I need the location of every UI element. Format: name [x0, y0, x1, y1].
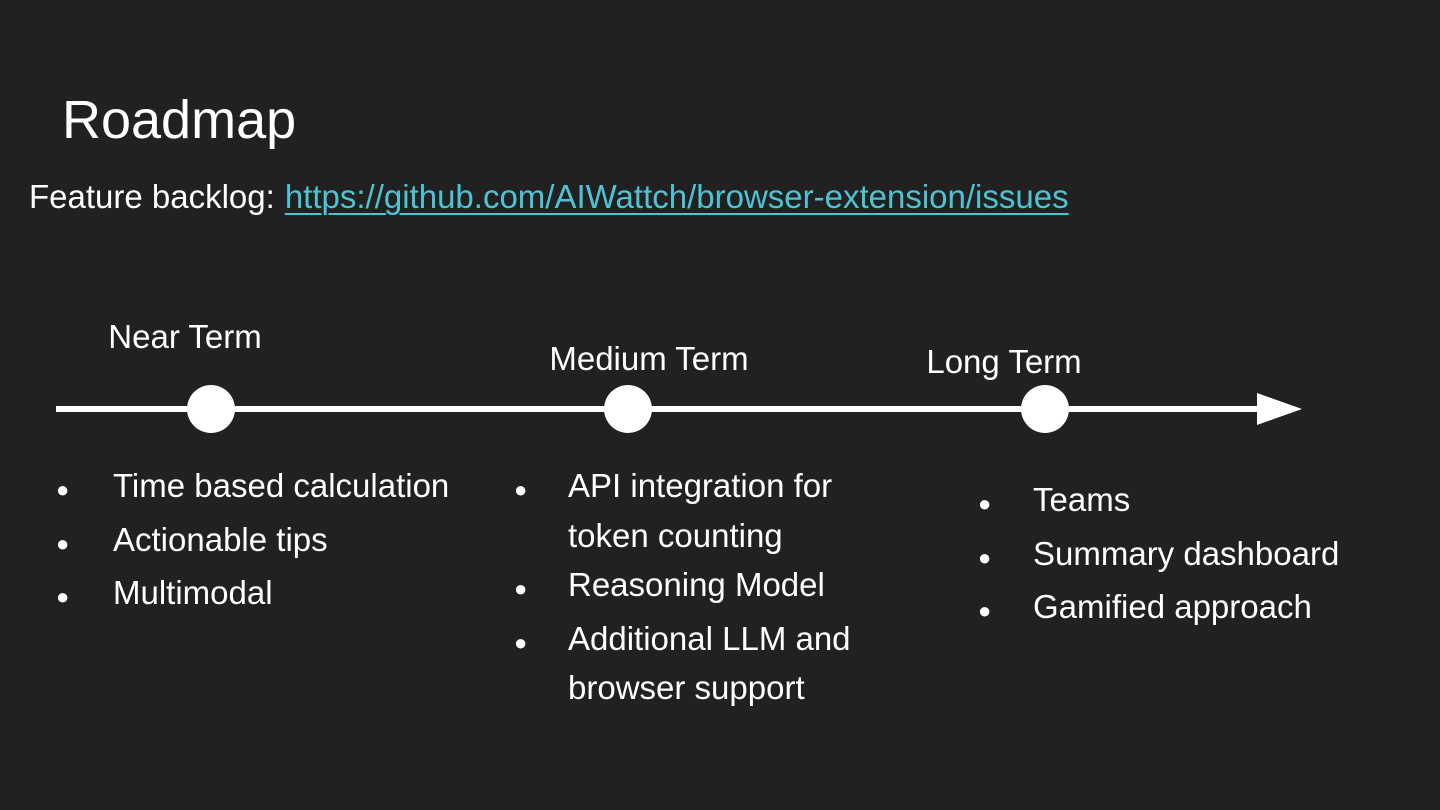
list-item: ● Actionable tips	[56, 515, 506, 569]
list-item-label: Teams	[1033, 481, 1131, 518]
page-title: Roadmap	[62, 90, 297, 150]
bullet-icon: ●	[978, 491, 992, 516]
list-item: ● Multimodal	[56, 568, 506, 622]
list-item: ● API integration for token counting	[514, 461, 902, 560]
list-item: ● Summary dashboard	[978, 529, 1398, 583]
milestone-dot-long-term	[1021, 385, 1069, 433]
feature-backlog-line: Feature backlog:https://github.com/AIWat…	[29, 175, 1069, 219]
bullet-icon: ●	[56, 530, 70, 556]
bullet-icon: ●	[514, 629, 528, 655]
milestone-label-medium-term: Medium Term	[549, 340, 749, 377]
list-item-label: Actionable tips	[113, 520, 328, 558]
milestone-label-long-term: Long Term	[926, 343, 1082, 380]
bullet-icon: ●	[56, 477, 70, 502]
feature-backlog-link[interactable]: https://github.com/AIWattch/browser-exte…	[284, 178, 1069, 215]
bullet-icon: ●	[978, 544, 992, 570]
list-item-label: Multimodal	[113, 574, 273, 611]
timeline-line	[56, 406, 1257, 412]
list-item-label: Summary dashboard	[1033, 534, 1340, 572]
milestone-label-near-term: Near Term	[108, 318, 262, 355]
medium-term-list: ● API integration for token counting ● R…	[514, 461, 902, 713]
list-item-label: Gamified approach	[1033, 588, 1312, 625]
list-item-label: Reasoning Model	[568, 566, 825, 603]
bullet-icon: ●	[56, 584, 70, 609]
timeline-arrowhead-icon	[1257, 393, 1302, 425]
list-item-label: API integration for token counting	[568, 467, 833, 554]
long-term-list: ● Teams ● Summary dashboard ● Gamified a…	[978, 475, 1398, 636]
milestone-dot-medium-term	[604, 385, 652, 433]
list-item: ● Reasoning Model	[514, 560, 902, 614]
bullet-icon: ●	[978, 598, 992, 623]
list-item: ● Additional LLM and browser support	[514, 614, 902, 713]
list-item-label: Additional LLM and browser support	[568, 619, 851, 707]
milestone-dot-near-term	[187, 385, 235, 433]
list-item: ● Time based calculation	[56, 461, 506, 515]
list-item-label: Time based calculation	[113, 467, 450, 504]
list-item: ● Teams	[978, 475, 1398, 529]
bullet-icon: ●	[514, 576, 528, 601]
bullet-icon: ●	[514, 477, 528, 502]
feature-backlog-label: Feature backlog:	[29, 178, 275, 215]
near-term-list: ● Time based calculation ● Actionable ti…	[56, 461, 506, 622]
list-item: ● Gamified approach	[978, 582, 1398, 636]
